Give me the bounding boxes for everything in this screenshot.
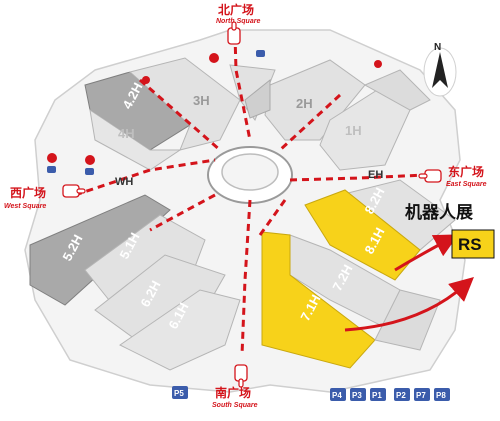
south-square-en-label: South Square (212, 402, 258, 409)
hall-4h[interactable] (89, 108, 182, 171)
central-rotunda-inner (221, 153, 279, 191)
bus-icon-north (256, 50, 265, 57)
hall-4-2h[interactable] (84, 71, 191, 151)
arrow-from-8-1h[interactable] (394, 234, 459, 272)
svg-text:P8: P8 (436, 391, 446, 400)
parking-badge-p1: P1 (370, 388, 386, 401)
metro-icon-ne (374, 60, 382, 68)
robot-expo-label: 机器人展 (405, 202, 473, 222)
parking-badge-p8: P8 (434, 388, 450, 401)
pointing-hand-icon-east (418, 169, 442, 183)
parking-badge-p7: P7 (414, 388, 430, 401)
bus-icon-west-2 (85, 168, 94, 175)
pointing-hand-icon-north (227, 21, 241, 45)
route-nw-diagonal (139, 78, 221, 152)
hall-1h-annex (363, 69, 431, 111)
north-square-en-label: North Square (216, 18, 260, 25)
east-square-label: 东广场 (448, 164, 484, 179)
north-funnel (244, 78, 271, 119)
arrow-from-7-1h[interactable] (344, 277, 474, 332)
pointing-hand-icon-west (62, 184, 86, 198)
hall-label-1h: 1H (345, 123, 362, 138)
east-square-en-label: East Square (446, 181, 487, 188)
hall-2h[interactable] (264, 59, 366, 141)
metro-icon-west-1 (47, 153, 57, 163)
svg-text:P5: P5 (174, 389, 184, 398)
route-west (74, 158, 216, 197)
north-square-label: 北广场 (218, 2, 254, 17)
hall-label-3h: 3H (193, 93, 210, 108)
svg-text:P4: P4 (332, 391, 342, 400)
hall-3h[interactable] (128, 57, 241, 151)
south-square-label: 南广场 (215, 385, 251, 400)
north-compass-icon: N (423, 42, 457, 97)
hall-6-1h[interactable] (119, 289, 241, 371)
rs-logo-text: RS (458, 235, 482, 254)
parking-badge-p2: P2 (394, 388, 410, 401)
parking-badge-p5: P5 (172, 386, 188, 399)
route-east (289, 173, 426, 182)
hall-label-2h: 2H (296, 96, 313, 111)
svg-text:P1: P1 (372, 391, 382, 400)
svg-text:P7: P7 (416, 391, 426, 400)
parking-badge-p3: P3 (350, 388, 366, 401)
west-square-label: 西广场 (10, 185, 46, 200)
west-square-en-label: West Square (4, 203, 46, 210)
route-south (240, 199, 252, 356)
route-sw-diagonal (149, 193, 216, 232)
route-ne-diagonal (278, 93, 342, 152)
hall-label-wh: WH (115, 176, 133, 188)
svg-text:P2: P2 (396, 391, 406, 400)
hall-nw-corner (229, 64, 276, 122)
hall-label-eh: EH (368, 169, 383, 181)
rs-logo[interactable]: RS (451, 229, 495, 259)
svg-text:P3: P3 (352, 391, 362, 400)
hall-label-4h: 4H (118, 126, 135, 141)
pointing-hand-icon-south (234, 364, 248, 388)
parking-badge-p4: P4 (330, 388, 346, 401)
hall-8-1h[interactable] (304, 189, 421, 281)
metro-icon-nw-hall (142, 76, 150, 84)
bus-icon-west-1 (47, 166, 56, 173)
svg-text:N: N (434, 42, 441, 53)
metro-icon-west-2 (85, 155, 95, 165)
metro-icon-north (209, 53, 219, 63)
